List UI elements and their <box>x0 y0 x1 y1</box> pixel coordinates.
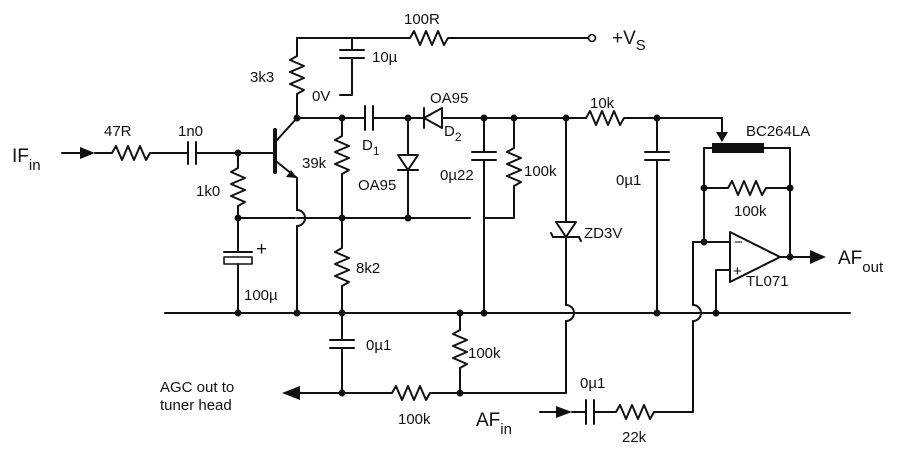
if-input <box>61 141 276 165</box>
label-100k-load: 100k <box>524 163 557 180</box>
arrow-right-icon <box>80 147 95 159</box>
arrow-left-icon <box>282 386 300 400</box>
bias-resistor-1k0 <box>230 152 246 246</box>
arrow-right-icon <box>556 406 572 418</box>
label-39k: 39k <box>302 155 327 172</box>
label-100k-agc: 100k <box>398 411 431 428</box>
component-labels: 100R +VS 10µ 3k3 0V OA95 D2 D1 OA95 10k … <box>12 11 884 446</box>
label-d2: D2 <box>444 123 462 144</box>
capacitor-1n0-plates <box>187 141 197 165</box>
label-100r: 100R <box>404 11 440 28</box>
zener-zd3v <box>550 117 582 394</box>
agc-output-line <box>282 385 567 401</box>
label-opamp-plus: + <box>733 263 742 280</box>
label-if-in: IFin <box>12 146 41 174</box>
label-af-in: AFin <box>476 410 512 438</box>
label-bc264la: BC264LA <box>746 123 810 140</box>
capacitor-0u22 <box>471 117 497 317</box>
collector-resistor-3k3 <box>289 37 305 119</box>
label-1k0: 1k0 <box>196 183 220 200</box>
label-agc-line1: AGC out to <box>160 379 234 396</box>
diode-d2-icon <box>423 107 443 129</box>
label-47r: 47R <box>104 123 132 140</box>
supply-resistor-100r <box>296 30 597 46</box>
diode-d1 <box>397 117 419 219</box>
coupling-capacitor-plates <box>364 105 374 131</box>
label-0v: 0V <box>312 88 330 105</box>
decoupling-capacitor-10u <box>339 37 365 96</box>
resistor-100k-load <box>483 117 522 219</box>
label-d2-part: OA95 <box>430 90 468 107</box>
label-0u1-af-in: 0µ1 <box>580 375 605 392</box>
label-zd3v: ZD3V <box>584 225 622 242</box>
label-cap-plus: + <box>256 239 267 260</box>
label-100k-fb: 100k <box>734 203 767 220</box>
label-8k2: 8k2 <box>356 260 380 277</box>
arrow-right-icon <box>810 250 826 264</box>
label-vs: +VS <box>612 28 646 54</box>
label-af-out: AFout <box>838 248 884 276</box>
label-10u: 10µ <box>372 49 398 66</box>
resistor-8k2 <box>334 217 350 317</box>
label-0u1-filter: 0µ1 <box>616 172 641 189</box>
label-0u1-agc: 0µ1 <box>366 337 391 354</box>
capacitor-0u1-agc <box>329 312 355 397</box>
label-100k-ground: 100k <box>468 345 501 362</box>
electrolytic-capacitor-100u <box>223 244 253 317</box>
resistor-10k-zigzag <box>585 110 723 126</box>
label-1n0: 1n0 <box>178 123 203 140</box>
label-d1-part: OA95 <box>358 177 396 194</box>
label-100u: 100µ <box>244 287 278 304</box>
label-opamp-minus: − <box>734 234 743 251</box>
af-input-path <box>539 241 702 425</box>
label-tl071: TL071 <box>746 273 789 290</box>
resistor-100k-ground <box>452 309 468 397</box>
opamp-tl071 <box>692 187 826 317</box>
label-d1: D1 <box>362 137 380 158</box>
vs-terminal-icon <box>587 33 597 43</box>
label-3k3: 3k3 <box>250 69 274 86</box>
capacitor-0u1-filter <box>644 117 670 317</box>
label-agc-line2: tuner head <box>160 397 232 414</box>
resistor-39k <box>334 117 350 219</box>
label-0u22: 0µ22 <box>440 167 474 184</box>
label-10k: 10k <box>590 95 615 112</box>
label-22k: 22k <box>622 429 647 446</box>
